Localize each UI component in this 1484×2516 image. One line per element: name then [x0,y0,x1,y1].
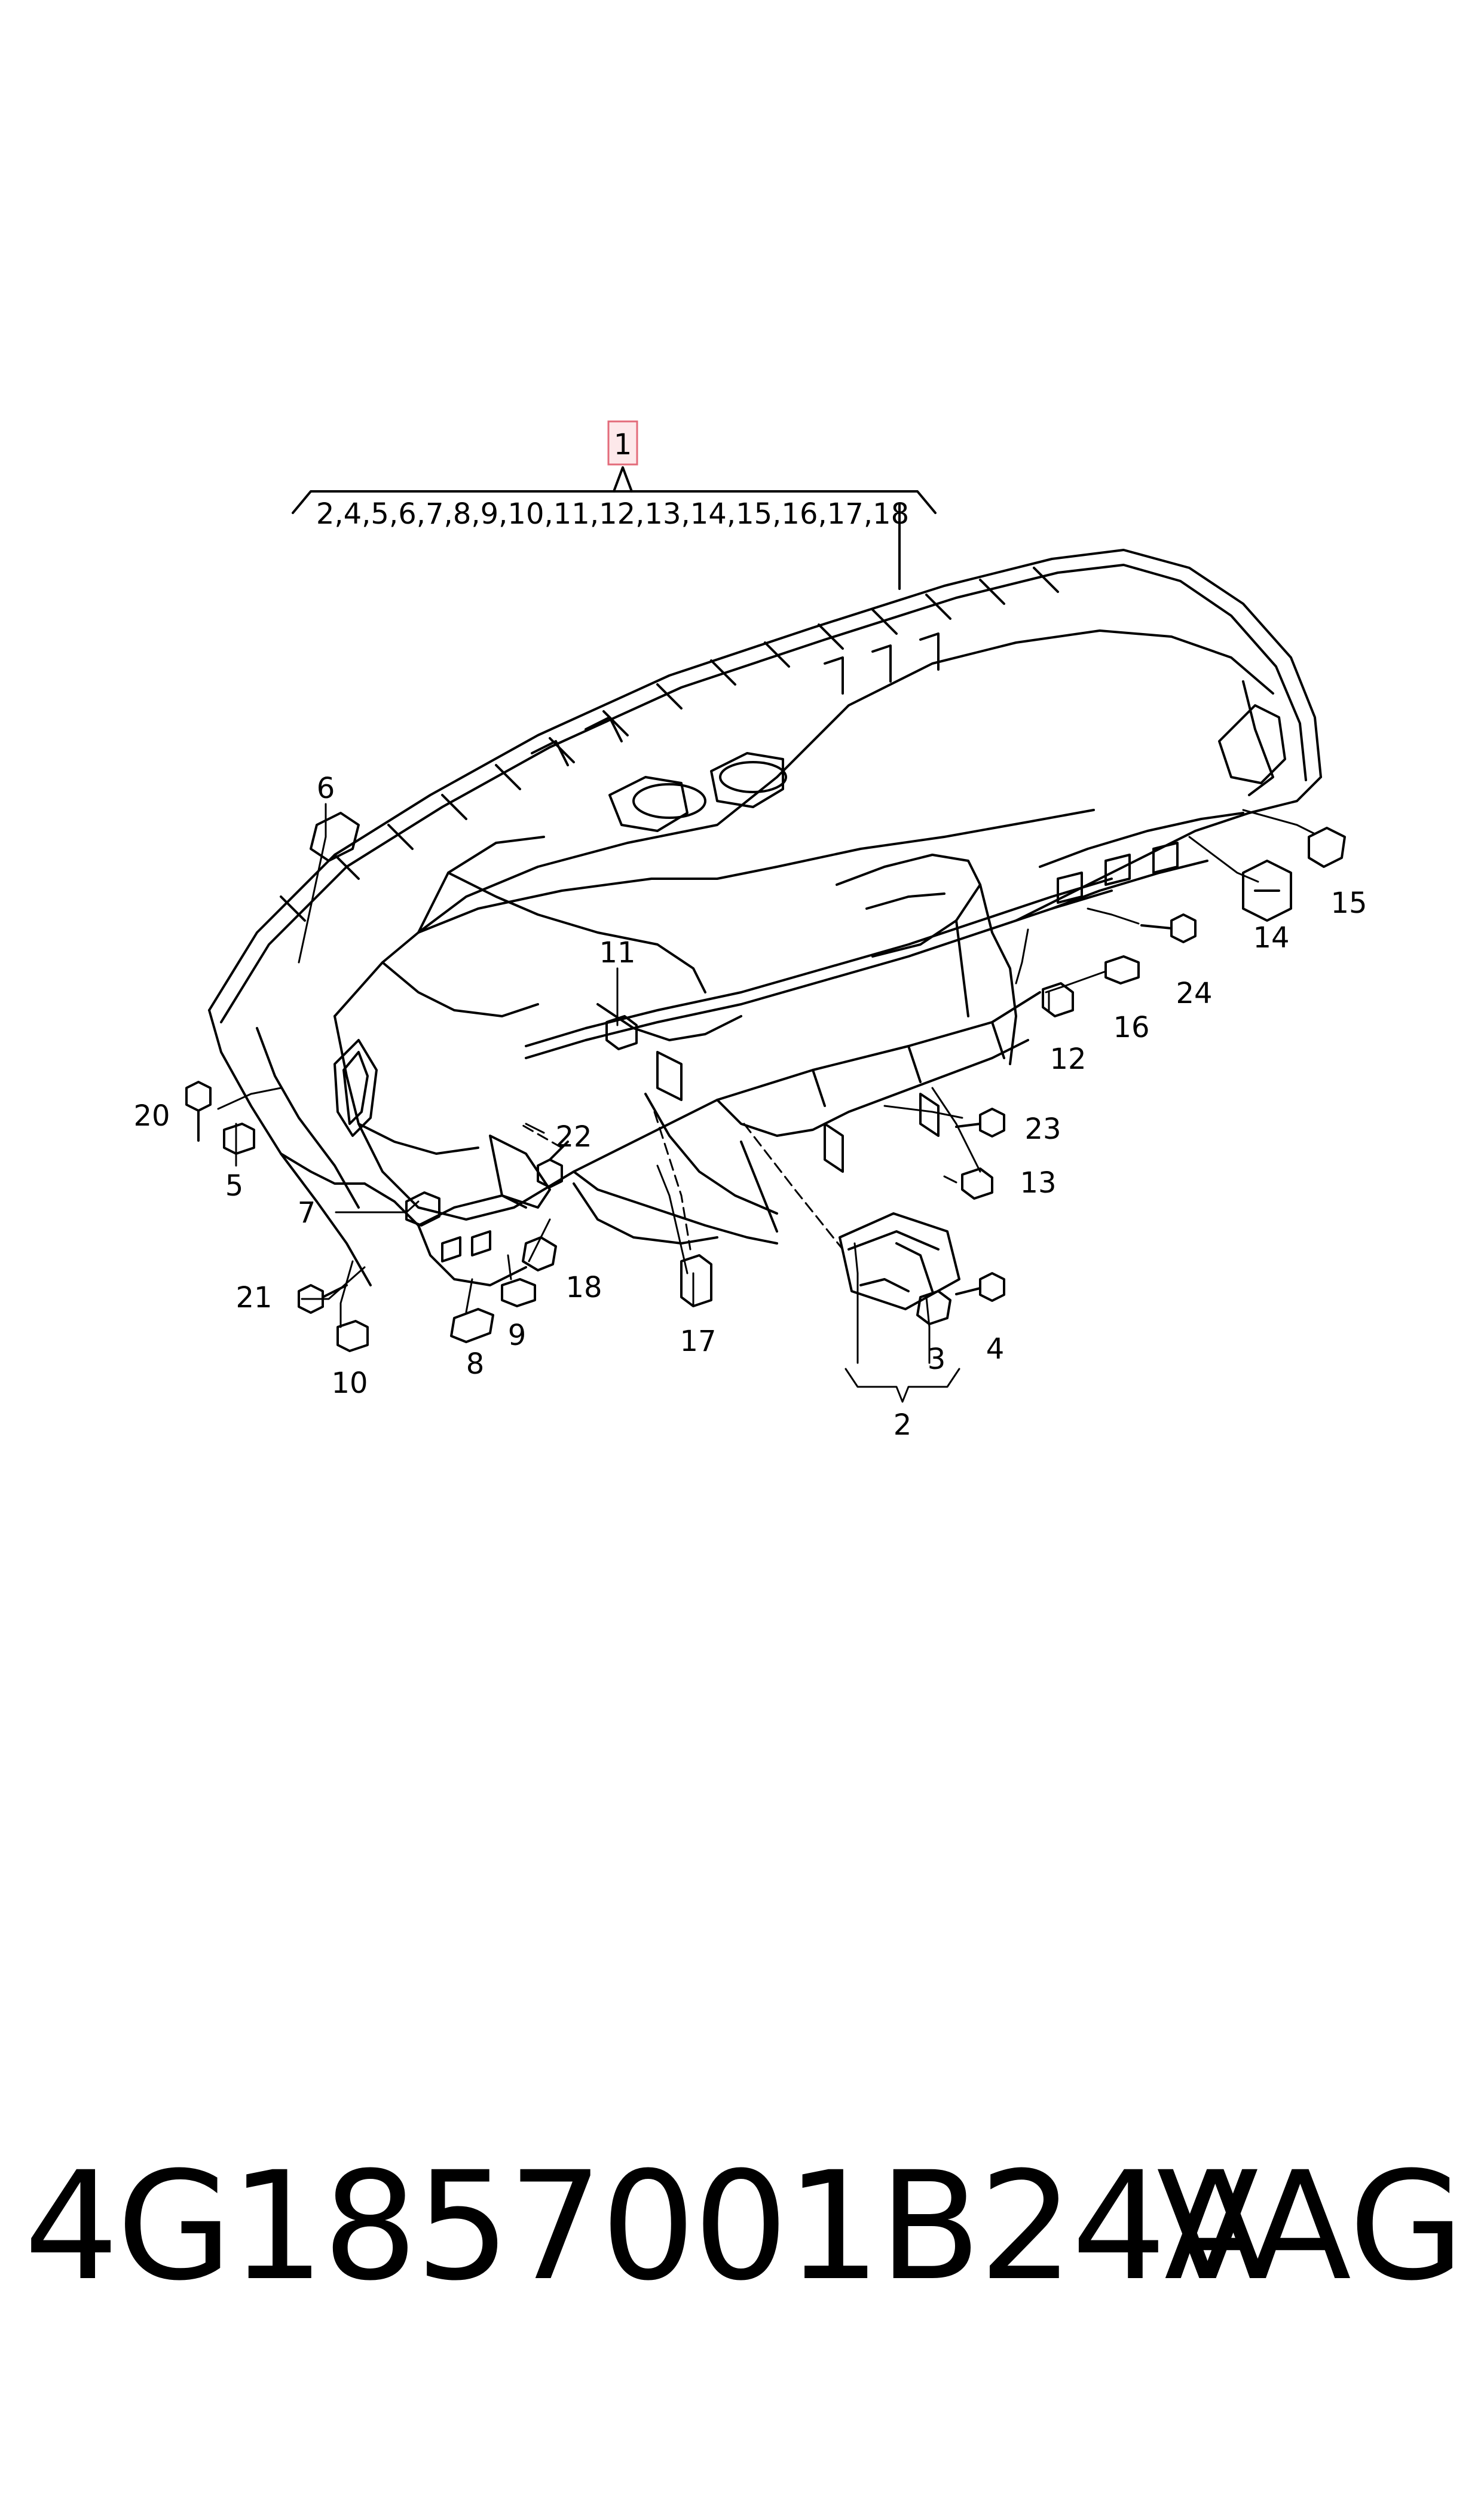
callout-16: 16 [1113,1011,1149,1044]
callout-17: 17 [680,1325,716,1358]
part-number: 4G1857001B24A [24,2139,1266,2313]
callout-3: 3 [928,1343,946,1376]
callout-24: 24 [1176,977,1212,1010]
bolt-22-icon [537,1141,569,1188]
callout-13: 13 [1020,1166,1056,1200]
callout-23: 23 [1024,1112,1061,1146]
callout-group: 2,4,5,6,7,8,9,10,11,12,13,14,15,16,17,18 [316,497,909,531]
callout-7: 7 [298,1196,316,1230]
callout-15: 15 [1330,886,1367,920]
bolt-24-icon [1140,913,1197,943]
callout-21: 21 [235,1281,272,1314]
callout-10: 10 [331,1366,368,1400]
bolt-4-icon [955,1272,1005,1302]
callout-5: 5 [225,1169,244,1203]
callout-14: 14 [1253,921,1289,955]
callout-11: 11 [599,936,635,970]
dashboard-body [208,549,1322,1286]
brand-name: VAG [1156,2139,1465,2313]
callout-9: 9 [508,1319,527,1352]
callout-6: 6 [317,772,335,805]
callout-labels: 1 2,4,5,6,7,8,9,10,11,12,13,14,15,16,17,… [133,428,1367,1442]
bolt-23-icon [955,1108,1005,1138]
group-bracket [292,466,937,590]
bolt-21-icon [298,1284,348,1314]
callout-8: 8 [466,1347,485,1381]
small-parts [185,812,1346,1352]
leader-lines [217,803,1316,1403]
callout-12: 12 [1049,1043,1086,1076]
callout-4: 4 [986,1332,1005,1366]
callout-22: 22 [555,1120,592,1154]
bolt-20-icon [185,1081,212,1142]
callout-18: 18 [565,1271,602,1304]
callout-1-highlight [607,420,638,466]
callout-20: 20 [133,1099,170,1133]
callout-2: 2 [894,1408,912,1442]
callout-1: 1 [614,428,632,461]
control-module-2 [839,1212,960,1310]
